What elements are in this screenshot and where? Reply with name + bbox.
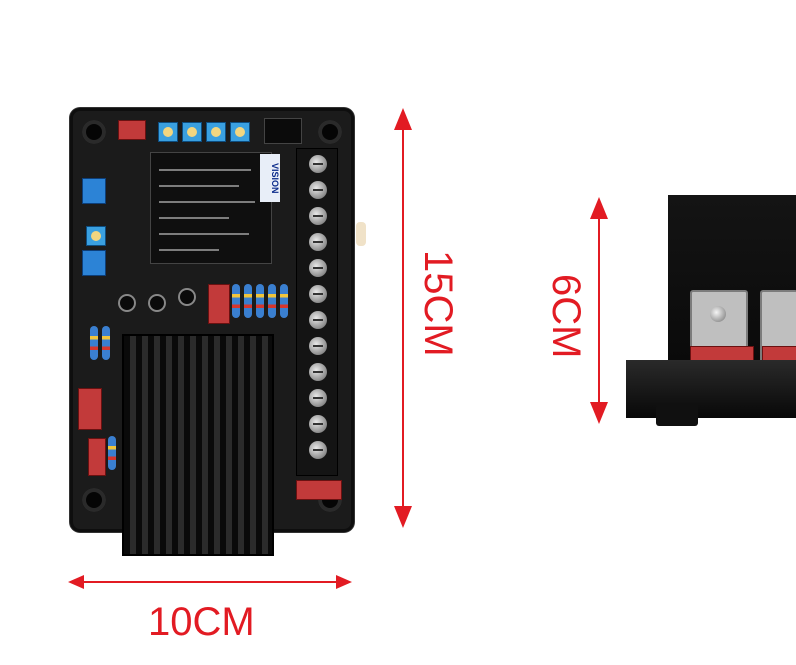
- resistor: [90, 326, 98, 360]
- potentiometer: [86, 226, 106, 246]
- terminal-block: [296, 148, 338, 476]
- dimension-arrow-up-icon: [394, 108, 412, 130]
- depth-label: 6CM: [544, 274, 588, 359]
- electrolytic-capacitor: [178, 288, 196, 306]
- potentiometer: [182, 122, 202, 142]
- dimension-arrow-down-icon: [394, 506, 412, 528]
- mounting-hole: [82, 488, 106, 512]
- potentiometer: [158, 122, 178, 142]
- height-label: 15CM: [416, 250, 460, 357]
- terminal-screw: [309, 311, 327, 329]
- dimension-arrow-up-icon: [590, 197, 608, 219]
- side-screw: [710, 306, 726, 322]
- label-text-line: [159, 201, 255, 203]
- label-text-line: [159, 217, 229, 219]
- electrolytic-capacitor: [148, 294, 166, 312]
- resistor: [244, 284, 252, 318]
- electrolytic-capacitor: [118, 294, 136, 312]
- depth-dimension-line: [598, 217, 600, 403]
- resistor: [268, 284, 276, 318]
- width-label: 10CM: [148, 600, 255, 644]
- red-capacitor: [118, 120, 146, 140]
- dip-switch: [82, 178, 106, 204]
- relay: [264, 118, 302, 144]
- vision-logo: VISION: [260, 154, 280, 202]
- terminal-screw: [309, 259, 327, 277]
- spec-label: [150, 152, 272, 264]
- dimension-arrow-left-icon: [68, 575, 84, 589]
- width-dimension-line: [84, 581, 336, 583]
- resistor: [232, 284, 240, 318]
- label-text-line: [159, 249, 219, 251]
- terminal-screw: [309, 181, 327, 199]
- resistor: [280, 284, 288, 318]
- plastic-latch: [356, 222, 366, 246]
- side-foot: [656, 404, 698, 426]
- mounting-hole: [318, 120, 342, 144]
- terminal-screw: [309, 415, 327, 433]
- terminal-screw: [309, 285, 327, 303]
- mounting-hole: [82, 120, 106, 144]
- terminal-screw: [309, 337, 327, 355]
- height-dimension-line: [402, 128, 404, 508]
- red-capacitor: [78, 388, 102, 430]
- resistor: [102, 326, 110, 360]
- dimension-arrow-down-icon: [590, 402, 608, 424]
- label-text-line: [159, 233, 249, 235]
- dimension-arrow-right-icon: [336, 575, 352, 589]
- potentiometer: [206, 122, 226, 142]
- terminal-screw: [309, 441, 327, 459]
- potentiometer: [230, 122, 250, 142]
- label-text-line: [159, 169, 251, 171]
- heat-sink: [122, 334, 274, 556]
- red-capacitor: [208, 284, 230, 324]
- resistor: [256, 284, 264, 318]
- fuse: [296, 480, 342, 500]
- terminal-screw: [309, 233, 327, 251]
- terminal-screw: [309, 207, 327, 225]
- dip-switch: [82, 250, 106, 276]
- avr-circuit-board: VISION: [70, 108, 354, 556]
- terminal-screw: [309, 155, 327, 173]
- terminal-screw: [309, 363, 327, 381]
- label-text-line: [159, 185, 239, 187]
- red-capacitor: [88, 438, 106, 476]
- resistor: [108, 436, 116, 470]
- side-profile-base: [626, 360, 796, 418]
- terminal-screw: [309, 389, 327, 407]
